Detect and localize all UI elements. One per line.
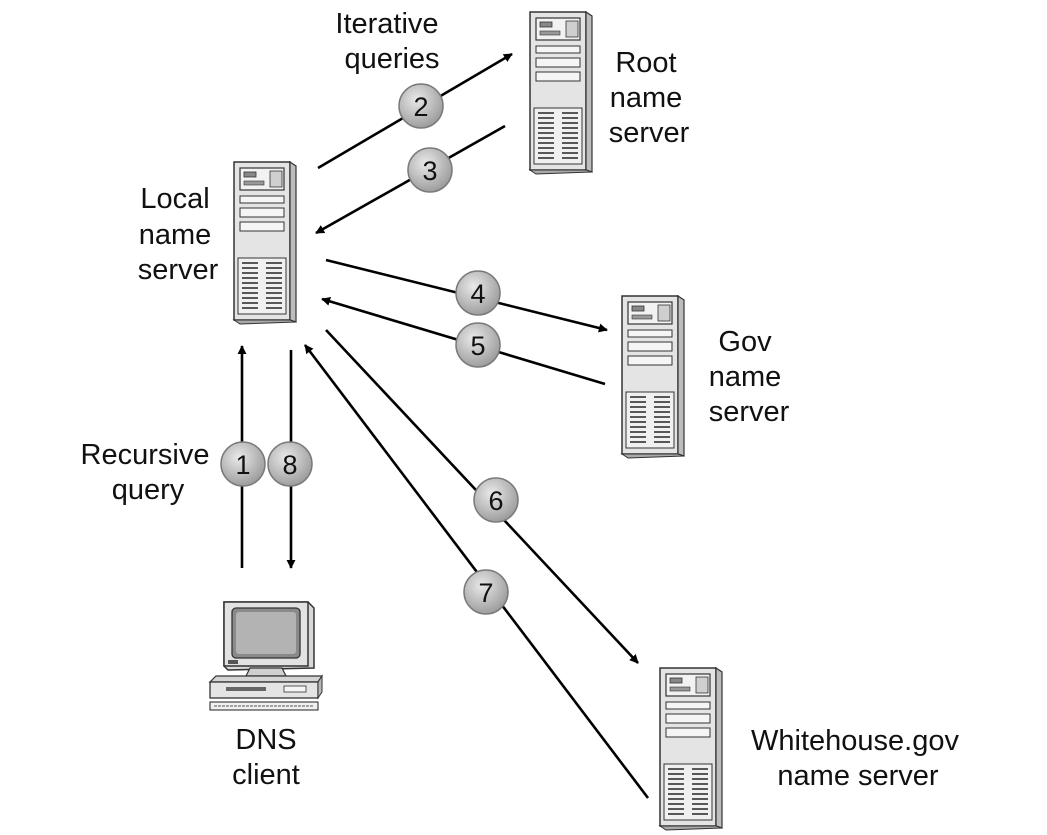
step-number: 6 <box>488 486 503 516</box>
node-label-line: DNS <box>235 724 296 756</box>
node-label-line: name <box>139 219 212 251</box>
step-badge-4: 4 <box>455 270 501 316</box>
label-recursive-query: Recursive query <box>81 439 210 506</box>
step-number: 5 <box>470 331 485 361</box>
label-root-server: Root name server <box>609 47 690 149</box>
gov-server-icon <box>621 295 685 459</box>
step-badge-5: 5 <box>455 322 501 368</box>
step-number: 2 <box>413 92 428 122</box>
label-whitehouse-server: Whitehouse.gov name server <box>751 725 959 792</box>
step-number: 4 <box>470 279 485 309</box>
node-label-line: Gov <box>718 326 772 358</box>
root-server-icon <box>529 11 593 175</box>
node-label-line: name <box>610 82 683 114</box>
node-label-line: Local <box>140 183 209 215</box>
step-badge-2: 2 <box>398 83 444 129</box>
step-number: 3 <box>422 156 437 186</box>
step-badge-8: 8 <box>267 441 313 487</box>
whitehouse-server-icon <box>659 667 723 831</box>
node-label-line: server <box>609 117 690 149</box>
step-number: 1 <box>235 450 250 480</box>
label-dns-client: DNS client <box>232 724 300 791</box>
local-server-icon <box>233 161 297 325</box>
node-label-line: server <box>138 254 219 286</box>
node-label-line: client <box>232 759 300 791</box>
node-label-line: Root <box>615 47 676 79</box>
step-badge-7: 7 <box>463 569 509 615</box>
step-number: 8 <box>282 450 297 480</box>
annotation-line: queries <box>344 43 439 75</box>
annotation-line: Iterative <box>335 8 438 40</box>
step-number: 7 <box>478 578 493 608</box>
label-gov-server: Gov name server <box>709 326 790 428</box>
computer-icon <box>208 601 324 711</box>
label-iterative-queries: Iterative queries <box>335 8 439 75</box>
node-label-line: Whitehouse.gov <box>751 725 959 757</box>
step-badge-1: 1 <box>220 441 266 487</box>
annotation-line: Recursive <box>81 439 210 471</box>
node-label-line: name server <box>777 760 939 792</box>
node-label-line: server <box>709 396 790 428</box>
annotation-line: query <box>112 474 185 506</box>
node-label-line: name <box>709 361 782 393</box>
label-local-server: Local name server <box>138 183 219 286</box>
step-badge-3: 3 <box>407 147 453 193</box>
step-badge-6: 6 <box>473 477 519 523</box>
